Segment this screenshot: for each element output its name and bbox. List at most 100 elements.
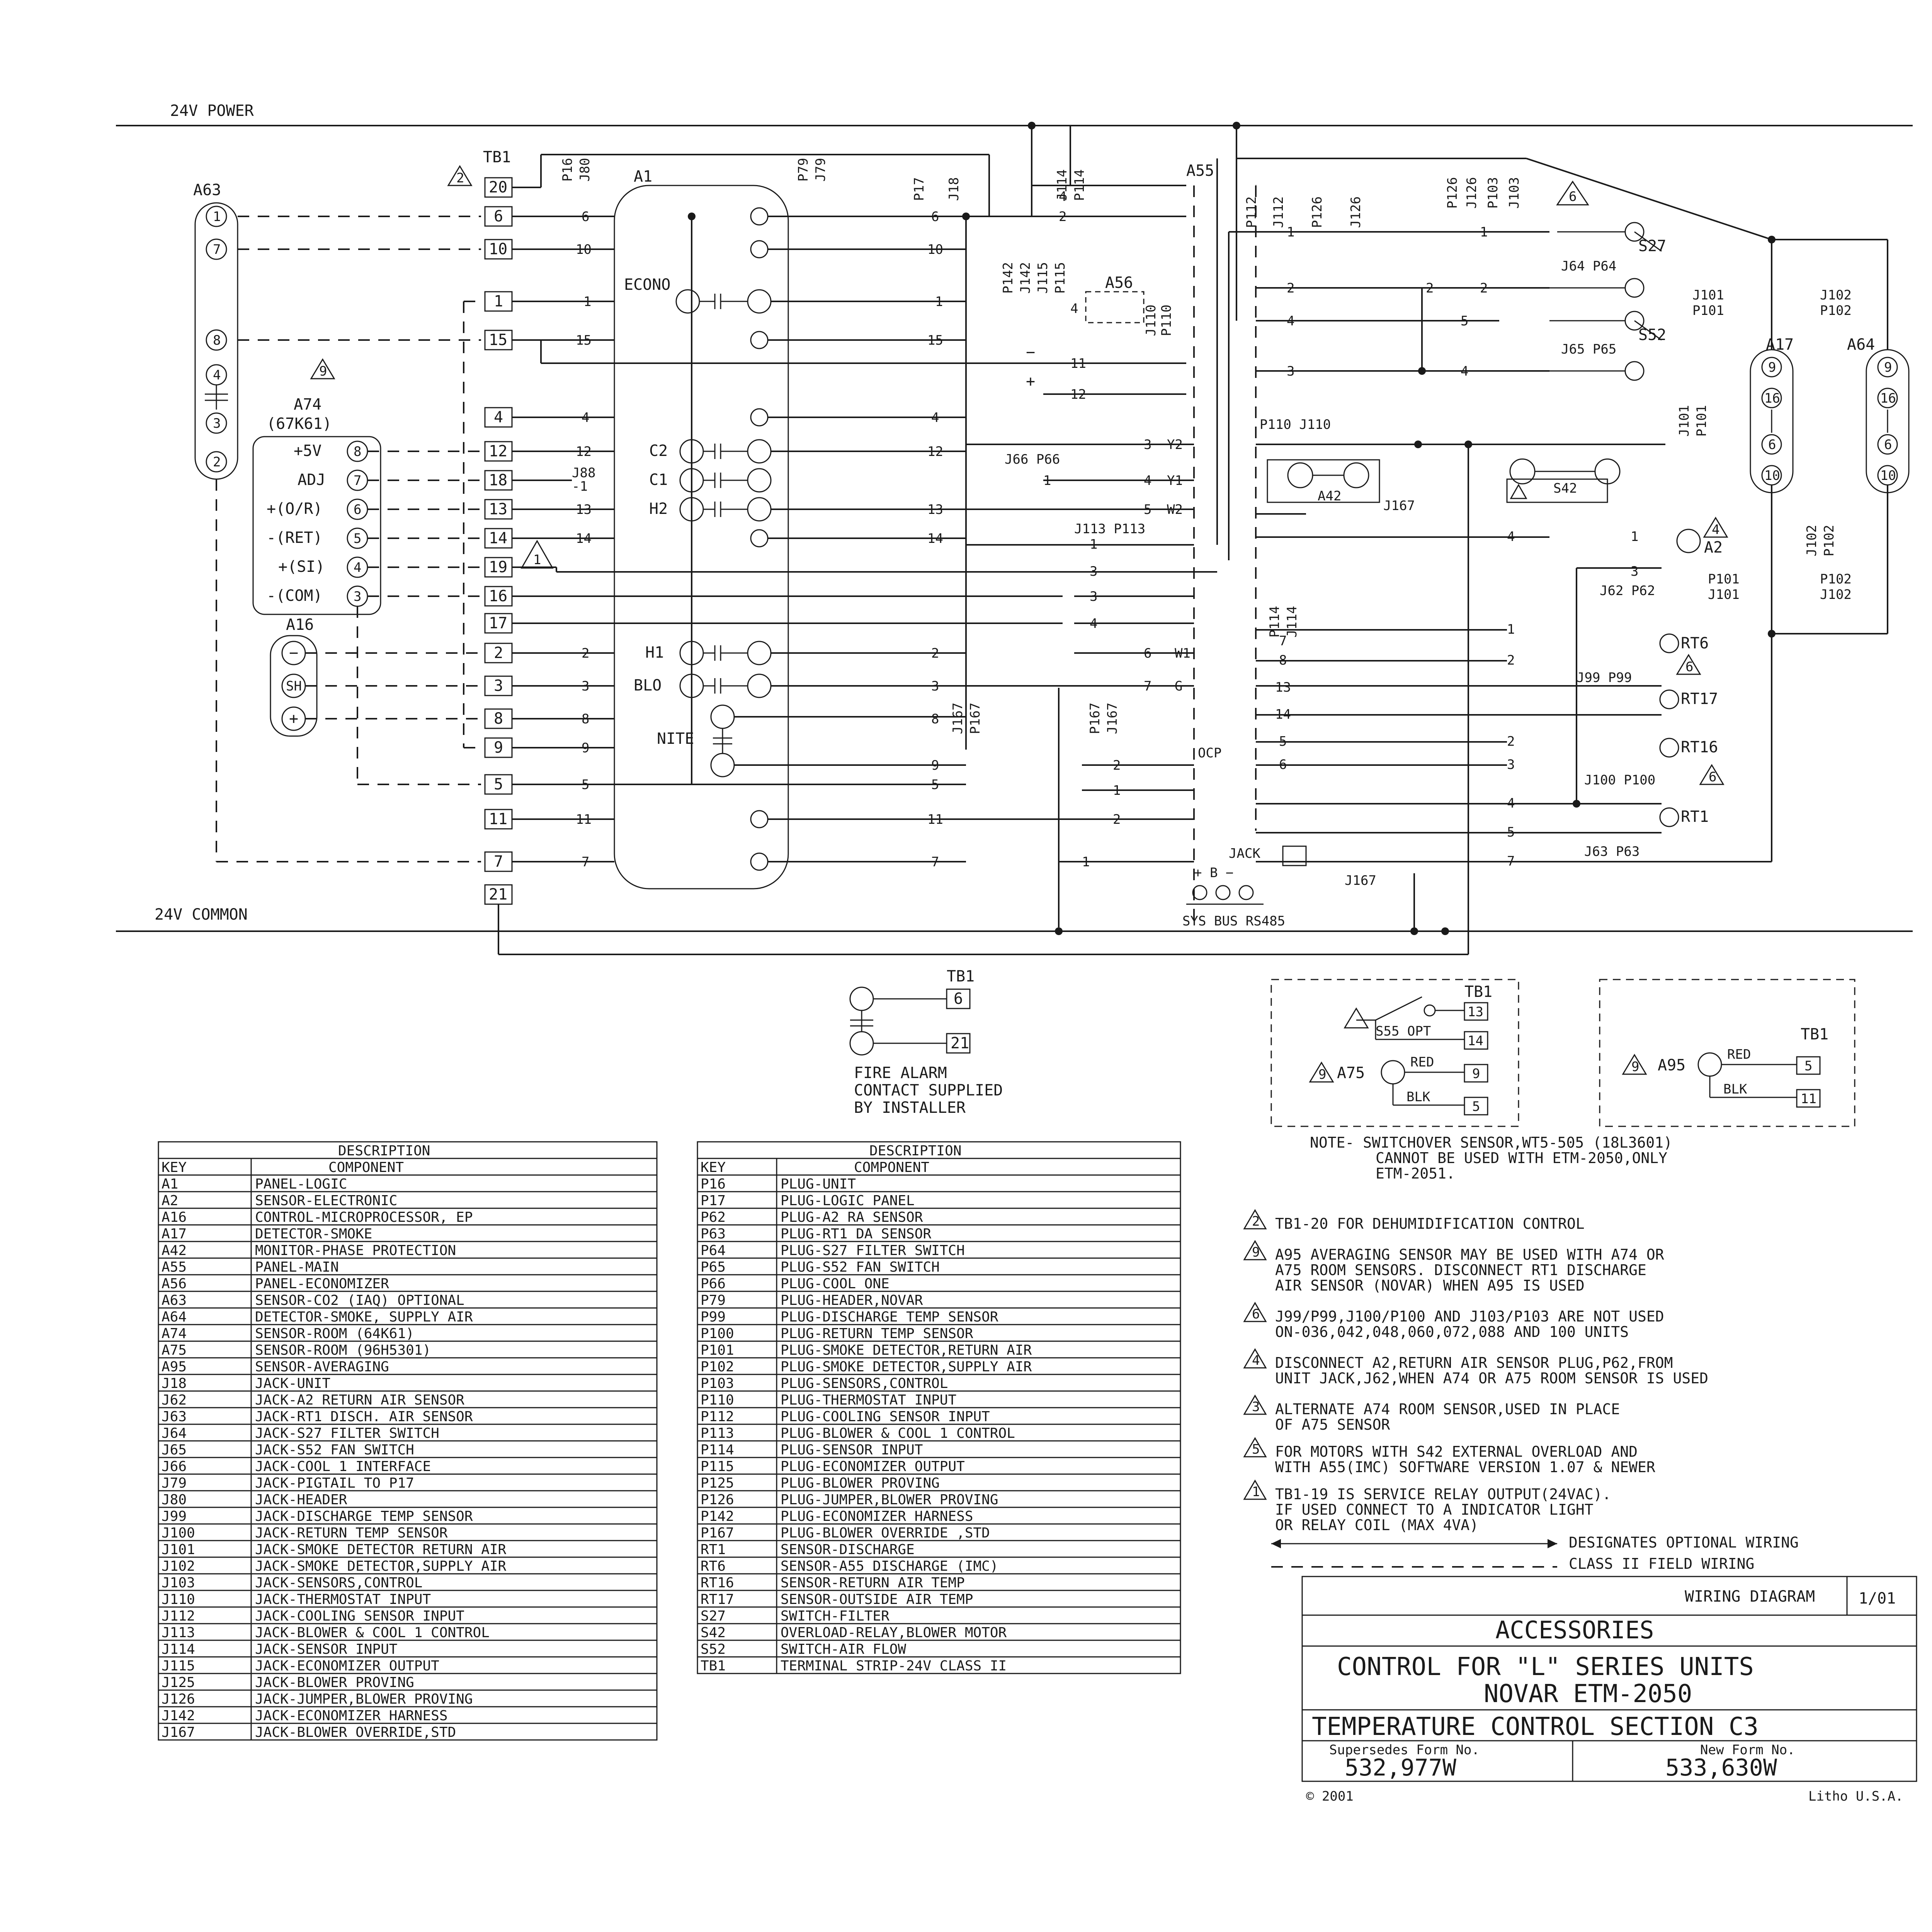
svg-text:+(O/R): +(O/R) [267,500,323,518]
table-component: CONTROL-MICROPROCESSOR, EP [255,1209,473,1225]
svg-text:+: + [289,710,298,728]
svg-text:J167: J167 [950,702,966,734]
a63-terminal: 3 [206,412,227,434]
svg-text:2: 2 [494,644,503,662]
table-key: RT6 [701,1558,726,1574]
svg-text:1: 1 [1507,622,1515,637]
svg-text:TB1-19 IS SERVICE RELAY OUTPUT: TB1-19 IS SERVICE RELAY OUTPUT(24VAC). [1275,1486,1611,1503]
svg-text:15: 15 [489,331,507,349]
table-component: JACK-COOLING SENSOR INPUT [255,1608,464,1624]
svg-text:P101: P101 [1692,303,1724,318]
svg-text:J115: J115 [1035,262,1051,294]
thermostat-inputs: Y2 Y1 W2 W1 G OCP 345 67 J113 P113 J66 P… [556,158,1221,870]
svg-text:WITH A55(IMC) SOFTWARE VERSION: WITH A55(IMC) SOFTWARE VERSION 1.07 & NE… [1275,1459,1655,1476]
inset-a95: TB1 9 A95 RED 5 BLK 11 [1599,979,1855,1127]
svg-text:+: + [1026,372,1035,390]
table-key: J126 [162,1691,195,1707]
svg-text:4: 4 [1507,796,1515,811]
svg-text:J167: J167 [1105,702,1120,734]
svg-text:P102: P102 [1820,303,1852,318]
table-key: P16 [701,1176,726,1192]
svg-text:P167: P167 [968,702,983,734]
svg-text:14: 14 [1468,1033,1483,1049]
svg-text:A95: A95 [1658,1056,1685,1074]
table-key: A2 [162,1193,178,1209]
svg-text:P110 J110: P110 J110 [1260,417,1331,432]
table-component: PANEL-MAIN [255,1259,339,1275]
svg-text:P79: P79 [796,158,811,182]
svg-text:J112: J112 [1271,196,1286,228]
table-component: SWITCH-AIR FLOW [781,1641,906,1657]
svg-text:BLO: BLO [634,677,662,694]
tb1-terminal: 6 [484,206,513,227]
svg-text:J100 P100: J100 P100 [1584,772,1655,788]
svg-text:W2: W2 [1167,502,1183,517]
svg-text:S55 OPT: S55 OPT [1376,1024,1431,1039]
svg-text:4: 4 [1252,1353,1260,1368]
svg-text:J103: J103 [1507,177,1522,209]
svg-text:13: 13 [1275,680,1291,695]
table-key: A56 [162,1276,187,1292]
svg-text:10: 10 [489,240,507,258]
svg-text:15: 15 [927,333,943,348]
tb1-terminal: 3 [484,675,513,696]
svg-text:J102: J102 [1820,587,1852,602]
svg-text:P17: P17 [912,177,927,201]
title-block: WIRING DIAGRAM 1/01 ACCESSORIES CONTROL … [1301,1576,1917,1804]
svg-text:1: 1 [1090,537,1097,552]
svg-text:3: 3 [1287,364,1294,379]
svg-text:A16: A16 [286,616,314,634]
table-component: PLUG-SMOKE DETECTOR,SUPPLY AIR [781,1359,1032,1375]
a16-pin: − [281,641,306,665]
table-component: PLUG-S52 FAN SWITCH [781,1259,940,1275]
svg-text:UNIT JACK,J62,WHEN A74 OR A75: UNIT JACK,J62,WHEN A74 OR A75 ROOM SENSO… [1275,1370,1708,1387]
table-component: SENSOR-OUTSIDE AIR TEMP [781,1592,973,1607]
svg-text:4: 4 [1144,473,1151,488]
tb1-terminal: 21 [484,884,513,905]
table-key: P167 [701,1525,734,1541]
svg-text:TB1: TB1 [1801,1026,1828,1043]
svg-text:7: 7 [1279,633,1287,649]
svg-text:J102: J102 [1804,525,1820,556]
svg-text:P102: P102 [1820,571,1852,587]
table-key: P99 [701,1309,726,1325]
svg-text:3: 3 [1631,564,1638,579]
svg-text:6: 6 [494,207,503,225]
svg-text:7: 7 [931,854,939,870]
table-key: P100 [701,1326,734,1342]
svg-text:4: 4 [1059,189,1066,204]
svg-text:9: 9 [1252,1245,1260,1260]
svg-text:A17: A17 [1766,336,1794,354]
table-component: JACK-A2 RETURN AIR SENSOR [255,1392,464,1408]
supersedes-form: 532,977W [1345,1754,1457,1781]
table-component: PLUG-SMOKE DETECTOR,RETURN AIR [781,1342,1032,1358]
table-key: P102 [701,1359,734,1375]
svg-text:J63 P63: J63 P63 [1584,844,1639,859]
svg-text:FOR MOTORS WITH S42 EXTERNAL O: FOR MOTORS WITH S42 EXTERNAL OVERLOAD AN… [1275,1443,1638,1460]
svg-text:BLK: BLK [1723,1082,1747,1097]
svg-text:AIR SENSOR (NOVAR) WHEN A95 IS: AIR SENSOR (NOVAR) WHEN A95 IS USED [1275,1277,1585,1294]
table-component: JACK-SMOKE DETECTOR,SUPPLY AIR [255,1558,507,1574]
table-key: J142 [162,1708,195,1724]
a74-row: ADJ 7 [298,469,368,491]
title-header: WIRING DIAGRAM [1685,1588,1815,1605]
svg-text:J101: J101 [1677,405,1692,437]
svg-text:2: 2 [1480,281,1488,296]
table-key: P112 [701,1409,734,1425]
note-item: 1 TB1-19 IS SERVICE RELAY OUTPUT(24VAC).… [1243,1480,1611,1534]
svg-text:10: 10 [1764,468,1780,483]
relay-econo [675,289,772,314]
svg-text:P102: P102 [1821,525,1837,556]
svg-text:9: 9 [1768,360,1776,375]
svg-text:2: 2 [456,170,464,186]
table-component: PLUG-BLOWER PROVING [781,1475,940,1491]
svg-text:J114: J114 [1284,606,1300,638]
note-item: 5 FOR MOTORS WITH S42 EXTERNAL OVERLOAD … [1243,1437,1655,1476]
table-key: A64 [162,1309,187,1325]
tb1-terminal: 1 [484,291,513,312]
a74-row: +(SI) 4 [278,556,368,578]
svg-text:J101: J101 [1708,587,1740,602]
table-key: J99 [162,1509,187,1524]
tb1-terminal: 9 [484,737,513,758]
svg-text:7: 7 [1507,854,1515,869]
